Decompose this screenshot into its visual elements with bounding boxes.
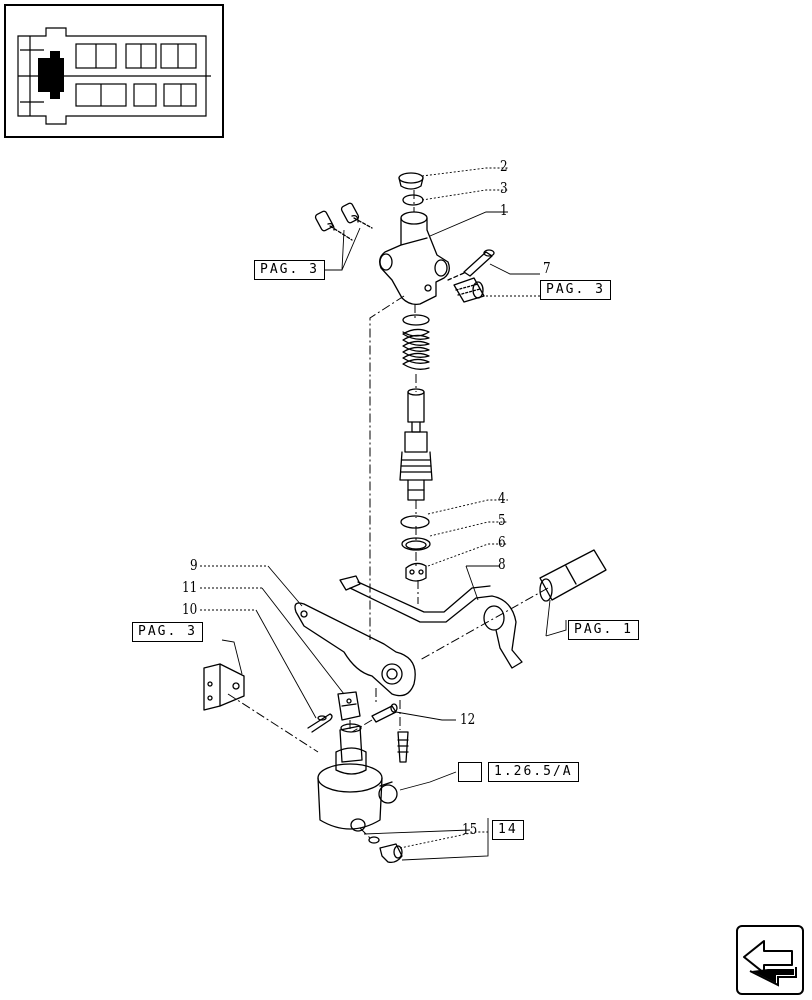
part-9-lever [294, 602, 416, 697]
ref-pag3-top-left[interactable]: PAG. 3 [254, 260, 325, 280]
part-3-o-ring [402, 194, 424, 206]
callout-12: 12 [460, 710, 476, 728]
leader-lines [200, 167, 540, 849]
plug-right [453, 277, 485, 303]
part-7-bolt [447, 249, 495, 281]
callout-4: 4 [498, 489, 506, 507]
assembly-thumbnail [4, 4, 224, 138]
part-4-o-ring [400, 515, 430, 529]
screws-top-left [314, 202, 373, 241]
leader-lines-solid [221, 211, 567, 861]
ref-14[interactable]: 14 [492, 820, 524, 840]
return-button[interactable] [736, 925, 804, 995]
part-11-clevis [337, 691, 361, 721]
shaft-right [539, 549, 607, 602]
part-10-cotter-pin [307, 713, 333, 733]
ref-1-26-5-a[interactable]: 1.26.5/A [488, 762, 579, 782]
part-2-cap [398, 172, 424, 190]
callout-13-box [458, 762, 482, 782]
callout-15: 15 [462, 820, 478, 838]
ref-pag1[interactable]: PAG. 1 [568, 620, 639, 640]
callout-3: 3 [500, 179, 508, 197]
spring [402, 314, 430, 370]
return-arrow-icon [743, 940, 797, 987]
transmission-section-icon [17, 27, 211, 125]
part-13-cylinder [317, 723, 398, 832]
part-12-pin [371, 703, 398, 723]
assembly-lines [227, 190, 549, 841]
bracket-left [203, 663, 245, 711]
callout-8: 8 [498, 555, 506, 573]
callout-5: 5 [498, 511, 506, 529]
part-1-valve-body [379, 211, 450, 306]
callout-7: 7 [543, 259, 551, 277]
callout-10: 10 [182, 600, 198, 618]
callout-11: 11 [182, 578, 198, 596]
callout-9: 9 [190, 556, 198, 574]
callout-1: 1 [500, 201, 508, 219]
piston-spool [399, 388, 433, 501]
part-6-clip [405, 562, 427, 582]
bolt-lower [397, 731, 409, 763]
ref-pag3-left[interactable]: PAG. 3 [132, 622, 203, 642]
callout-2: 2 [500, 157, 508, 175]
part-15-fitting [368, 836, 403, 864]
callout-6: 6 [498, 533, 506, 551]
part-8-pedal-lever [339, 575, 523, 669]
ref-pag3-top-right[interactable]: PAG. 3 [540, 280, 611, 300]
